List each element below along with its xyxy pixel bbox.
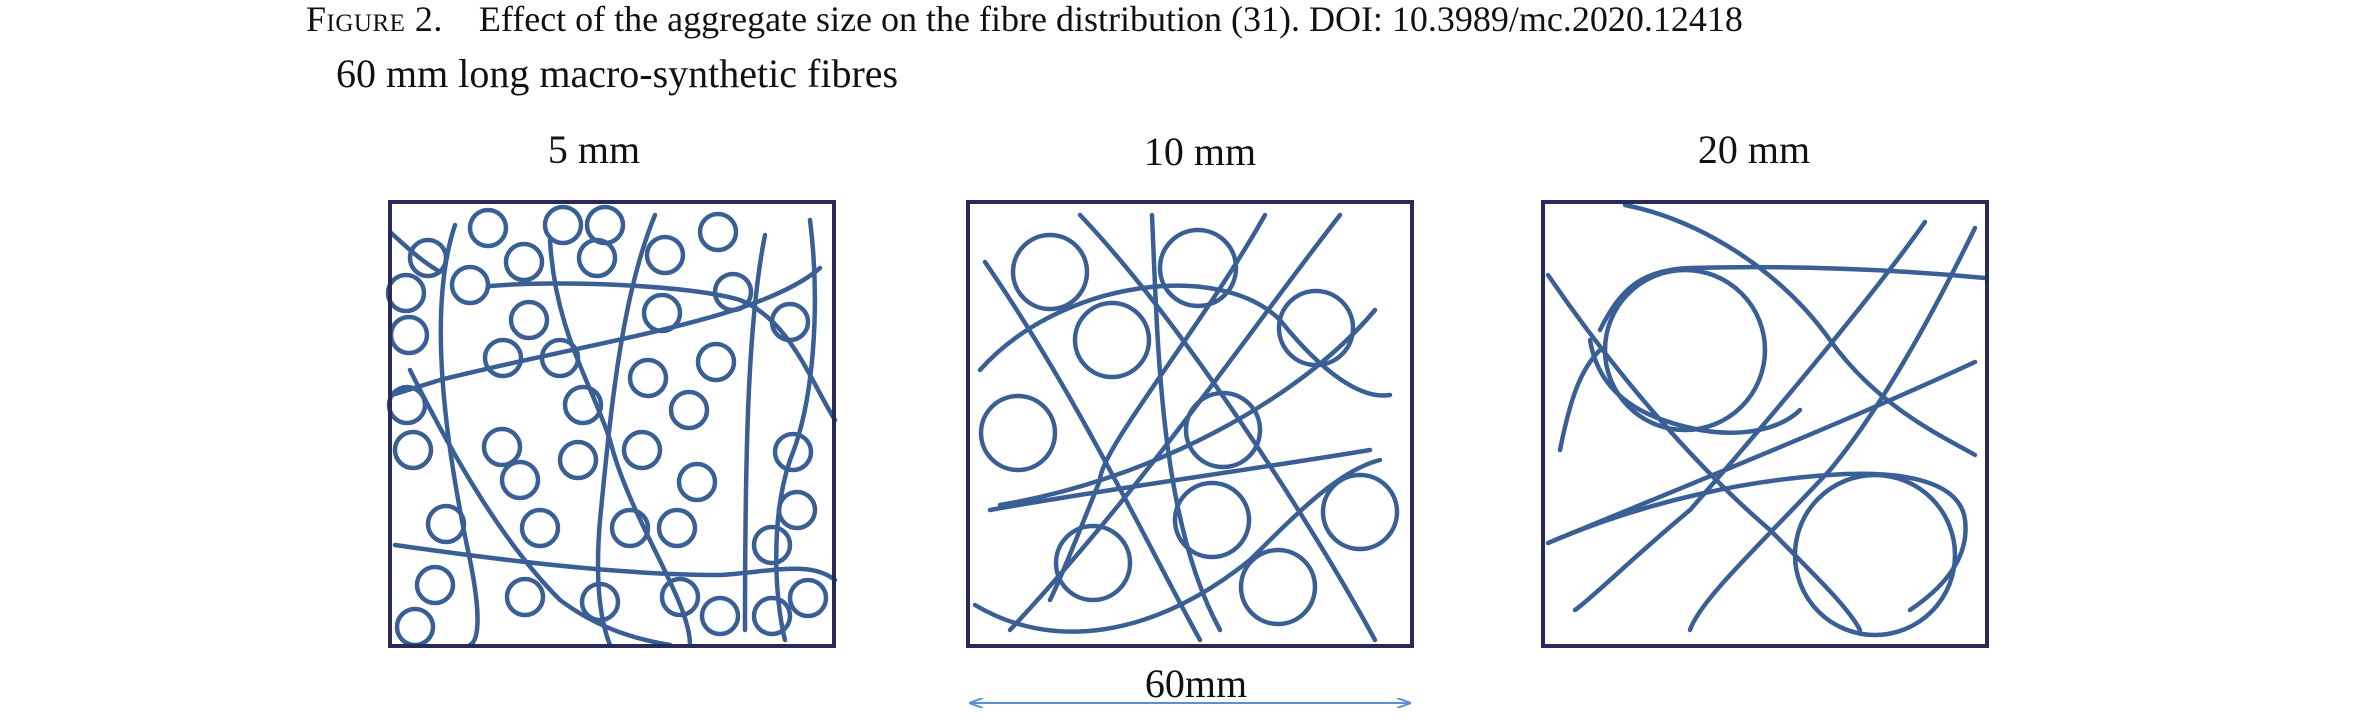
aggregate — [751, 524, 793, 566]
panel-10mm — [966, 200, 1414, 648]
fibre — [1572, 219, 1928, 613]
fibre — [1077, 212, 1378, 643]
aggregate — [751, 595, 793, 637]
aggregate — [627, 357, 669, 399]
aggregate — [656, 507, 698, 549]
fibre — [407, 367, 673, 648]
panel-20mm-frame — [1541, 200, 1989, 648]
aggregate — [388, 314, 430, 356]
aggregate — [1238, 547, 1318, 627]
aggregate — [609, 507, 651, 549]
fibre — [774, 217, 818, 643]
fibre — [387, 229, 443, 275]
aggregate — [1157, 227, 1239, 309]
aggregate — [644, 234, 686, 276]
aggregate — [414, 564, 456, 606]
aggregate — [1183, 390, 1263, 470]
aggregate — [1276, 288, 1356, 368]
fibre — [1149, 212, 1223, 633]
aggregate — [579, 581, 621, 623]
aggregate — [1053, 523, 1133, 603]
aggregate — [699, 595, 741, 637]
figure-label: Figure 2. — [306, 0, 443, 39]
aggregate — [1072, 300, 1152, 380]
aggregate — [503, 241, 545, 283]
aggregate — [772, 431, 814, 473]
aggregate — [482, 337, 524, 379]
aggregate — [557, 439, 599, 481]
aggregate — [641, 292, 683, 334]
dimension-label: 60mm — [1144, 661, 1248, 706]
figure-caption: Figure 2. Effect of the aggregate size o… — [306, 0, 1743, 40]
figure-caption-text: Effect of the aggregate size on the fibr… — [478, 0, 1743, 39]
panel-5mm-fibres — [387, 212, 838, 648]
fibre — [1597, 264, 1988, 333]
aggregate — [712, 271, 754, 313]
aggregate — [659, 576, 701, 618]
aggregate — [385, 272, 427, 314]
aggregate — [562, 384, 604, 426]
panel-5mm-aggregates — [385, 204, 829, 648]
aggregate — [676, 461, 718, 503]
aggregate — [787, 577, 829, 619]
aggregate — [542, 204, 584, 246]
fibre — [392, 542, 838, 583]
aggregate — [539, 337, 581, 379]
aggregate — [425, 503, 467, 545]
diagram-subtitle: 60 mm long macro-synthetic fibres — [336, 51, 899, 96]
aggregate — [394, 606, 436, 648]
aggregate — [519, 507, 561, 549]
aggregate — [697, 211, 739, 253]
aggregate — [668, 389, 710, 431]
panel-5mm — [385, 200, 838, 648]
aggregate — [1320, 472, 1400, 552]
panel-10mm-aggregates — [978, 227, 1400, 627]
aggregate — [449, 264, 491, 306]
panel-20mm — [1541, 200, 1989, 648]
panel-10mm-frame — [966, 200, 1414, 648]
fibre — [982, 259, 1203, 643]
aggregate — [407, 237, 449, 279]
fibre — [1622, 202, 1978, 458]
aggregate — [576, 237, 618, 279]
fibre — [977, 283, 1393, 398]
aggregate — [1792, 472, 1958, 638]
fibre — [742, 232, 768, 633]
aggregate — [1602, 267, 1768, 433]
aggregate — [508, 299, 550, 341]
panel-label-10mm: 10 mm — [1143, 129, 1257, 174]
aggregate — [392, 429, 434, 471]
fibre — [997, 307, 1378, 508]
aggregate — [695, 341, 737, 383]
panel-10mm-fibres — [972, 212, 1393, 643]
aggregate — [1172, 480, 1252, 560]
panel-label-5mm: 5 mm — [547, 127, 641, 172]
panel-20mm-aggregates — [1602, 267, 1958, 638]
aggregate — [776, 489, 818, 531]
aggregate — [481, 426, 523, 468]
aggregate — [621, 429, 663, 471]
fibre — [1687, 225, 1978, 633]
fibre — [438, 222, 480, 648]
aggregate — [769, 301, 811, 343]
fibre — [1557, 347, 1603, 453]
fibre — [487, 281, 838, 423]
aggregate — [978, 393, 1058, 473]
aggregate — [499, 459, 541, 501]
fibre — [1007, 212, 1343, 633]
panel-5mm-frame — [388, 200, 836, 648]
fibre — [987, 447, 1373, 513]
aggregate — [584, 204, 626, 246]
panel-label-20mm: 20 mm — [1697, 127, 1811, 172]
panel-20mm-fibres — [1545, 202, 1988, 633]
fibre — [1545, 272, 1863, 633]
aggregate — [467, 207, 509, 249]
aggregate — [1010, 232, 1090, 312]
aggregate — [504, 576, 546, 618]
